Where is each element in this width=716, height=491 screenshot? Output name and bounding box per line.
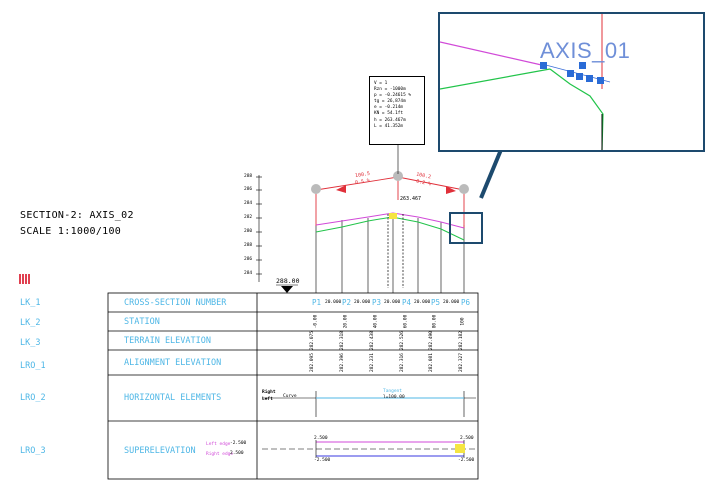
- grade-arrows: [336, 185, 456, 194]
- info-line: KN = 54.1ft: [374, 111, 404, 117]
- data-table-grid: [107, 292, 479, 480]
- datum-label: 288.00: [276, 277, 300, 285]
- elev-label: 284: [244, 271, 253, 276]
- elev-label: 284: [244, 201, 253, 206]
- segment-length: 20.000: [325, 300, 342, 305]
- point-label: P1: [312, 298, 322, 307]
- super-start-bottom: -2.500: [314, 458, 331, 463]
- layer-label-lk3: LK_3: [20, 338, 41, 348]
- terrain-value: 282.490: [428, 331, 434, 350]
- row-label-terrain: TERRAIN ELEVATION: [124, 336, 211, 346]
- row-label-horizontal: HORIZONTAL ELEMENTS: [124, 393, 222, 403]
- point-label: P4: [402, 298, 412, 307]
- alignment-value: 282.095: [309, 353, 315, 372]
- layer-label-lro2: LRO_2: [20, 393, 46, 403]
- alignment-value: 282.316: [399, 353, 405, 372]
- zoom-source-box: [449, 212, 483, 244]
- elev-label: 286: [244, 257, 253, 262]
- elev-label: 288: [244, 243, 253, 248]
- super-right-value: 2.500: [230, 451, 244, 456]
- zoom-lines: [440, 14, 611, 150]
- info-line: e = -0.214m: [374, 105, 404, 111]
- station-value: 100: [460, 317, 466, 326]
- station-value: 20.00: [343, 314, 349, 329]
- terrain-value: 282.075: [309, 331, 315, 350]
- super-left-edge-label: Left edge: [206, 442, 231, 447]
- horizontal-left-label: Left: [262, 397, 273, 402]
- super-left-value: -2.500: [230, 441, 247, 446]
- section-scale: SCALE 1:1000/100: [20, 226, 122, 237]
- vertical-curve-info-box: V = 1 Rzn = -1000m p = -0.24615 % tg = 2…: [369, 76, 425, 145]
- point-label: P2: [342, 298, 352, 307]
- station-lines: [315, 216, 465, 293]
- datum-marker-icon: [281, 286, 293, 293]
- terrain-line: [315, 216, 465, 241]
- vertex-point-icon: [393, 171, 403, 181]
- grade-lines: [315, 174, 465, 228]
- elev-label: 286: [244, 187, 253, 192]
- horizontal-right-label: Right: [262, 390, 276, 395]
- left-control-point-icon: [311, 184, 321, 194]
- info-line: h = 263.467m: [374, 117, 406, 123]
- right-control-point-icon: [459, 184, 469, 194]
- station-value: -0.00: [313, 314, 319, 329]
- terrain-value: 282.526: [399, 331, 405, 350]
- row-label-station: STATION: [124, 317, 160, 327]
- terrain-value: 282.438: [369, 331, 375, 350]
- alignment-value: 282.327: [458, 353, 464, 372]
- row-label-alignment: ALIGNMENT ELEVATION: [124, 358, 222, 368]
- info-line: tg = 26,874m: [374, 99, 406, 105]
- elev-label: 282: [244, 215, 253, 220]
- point-label: P5: [431, 298, 441, 307]
- super-end-top: 2.500: [460, 436, 474, 441]
- leader-lines: [387, 214, 404, 288]
- red-marker-icon: [19, 274, 31, 284]
- super-end-bottom: -2.500: [458, 458, 475, 463]
- segment-length: 20.000: [414, 300, 431, 305]
- station-value: 40.00: [373, 314, 379, 329]
- zoom-axis-label: AXIS_01: [540, 38, 631, 63]
- peak-elevation-label: 263.467: [400, 196, 422, 202]
- row-label-cross-section: CROSS-SECTION NUMBER: [124, 298, 227, 308]
- segment-length: 20.000: [354, 300, 371, 305]
- point-label: P3: [372, 298, 382, 307]
- info-line: p = -0.24615 %: [374, 93, 412, 99]
- layer-label-lk2: LK_2: [20, 318, 41, 328]
- station-value: 60.00: [403, 314, 409, 329]
- info-line: V = 1: [374, 81, 388, 86]
- terrain-value: 282.318: [339, 331, 345, 350]
- horizontal-tangent-length: l=100.00: [383, 395, 405, 400]
- horizontal-curve-label: Curve: [283, 394, 297, 399]
- layer-label-lro1: LRO_1: [20, 361, 46, 371]
- elev-label: 280: [244, 229, 253, 234]
- station-value: 80.00: [432, 314, 438, 329]
- layer-label-lk1: LK_1: [20, 298, 41, 308]
- alignment-value: 282.081: [428, 353, 434, 372]
- alignment-value: 282.396: [339, 353, 345, 372]
- segment-length: 20.000: [384, 300, 401, 305]
- superelevation-lines: [262, 440, 476, 458]
- super-start-top: 2.500: [314, 436, 328, 441]
- elevation-scale: [256, 175, 262, 282]
- elev-label: 288: [244, 174, 253, 179]
- segment-length: 20.000: [443, 300, 460, 305]
- super-right-edge-label: Right edge: [206, 452, 234, 457]
- section-title: SECTION-2: AXIS_02: [20, 210, 134, 221]
- zoom-inset: [438, 12, 705, 152]
- peak-highlight: [389, 213, 397, 219]
- row-label-superelevation: SUPERELEVATION: [124, 446, 196, 456]
- terrain-value: 282.182: [458, 331, 464, 350]
- horizontal-tangent-label: Tangent: [383, 389, 402, 394]
- info-line: Rzn = -1000m: [374, 87, 406, 93]
- point-label: P6: [461, 298, 471, 307]
- alignment-value: 282.231: [369, 353, 375, 372]
- layer-label-lro3: LRO_3: [20, 446, 46, 456]
- info-line: L = 41.352m: [374, 123, 404, 129]
